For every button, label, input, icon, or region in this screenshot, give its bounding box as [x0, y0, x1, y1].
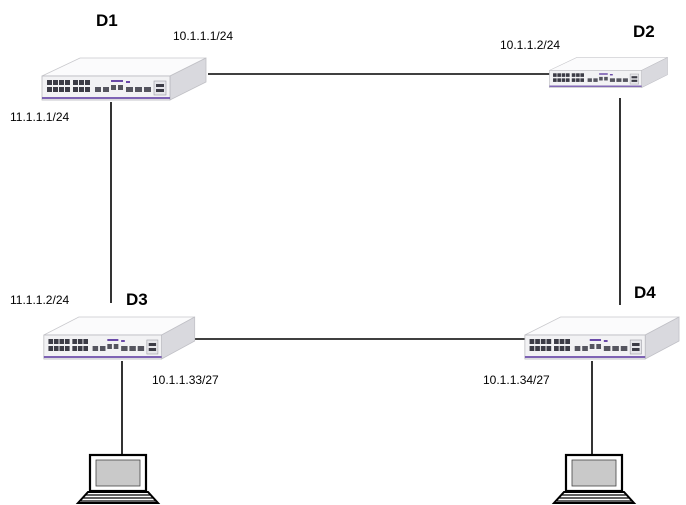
network-switch-icon	[549, 57, 668, 89]
ip-label-d1-d2: 10.1.1.1/24	[173, 29, 233, 43]
ip-label-d1-d3: 11.1.1.1/24	[10, 110, 69, 124]
switch-d2[interactable]	[549, 57, 668, 89]
ip-label-d4-d3: 10.1.1.34/27	[483, 373, 550, 387]
ip-label-d3-d1: 11.1.1.2/24	[10, 293, 69, 307]
switch-d4[interactable]	[524, 316, 680, 360]
laptop-icon	[76, 453, 160, 505]
network-switch-icon	[524, 316, 680, 360]
ip-label-d3-d4: 10.1.1.33/27	[152, 373, 219, 387]
host-left[interactable]	[76, 453, 160, 505]
device-label-d4: D4	[634, 283, 656, 302]
device-label-d1: D1	[96, 11, 118, 30]
device-label-d2: D2	[633, 22, 655, 41]
switch-d3[interactable]	[43, 316, 196, 360]
host-right[interactable]	[552, 453, 636, 505]
switch-d1[interactable]	[41, 57, 207, 101]
ip-label-d2-d1: 10.1.1.2/24	[500, 38, 560, 52]
device-label-d3: D3	[126, 290, 148, 309]
laptop-icon	[552, 453, 636, 505]
network-switch-icon	[43, 316, 196, 360]
network-switch-icon	[41, 57, 207, 101]
